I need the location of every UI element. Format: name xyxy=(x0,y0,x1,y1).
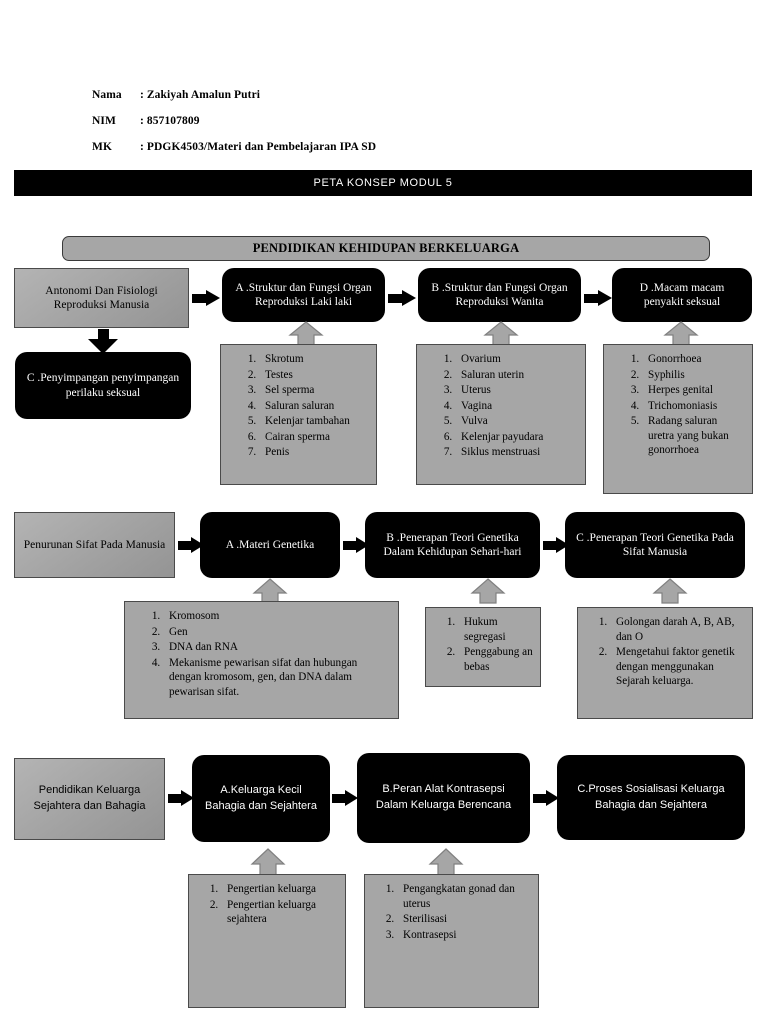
list-item: Saluran uterin xyxy=(455,368,579,383)
list-item: Saluran saluran xyxy=(259,399,370,414)
list-item: Kelenjar tambahan xyxy=(259,414,370,429)
header-value-nim: : 857107809 xyxy=(140,115,200,127)
row3-list-b-items: Pengangkatan gonad dan uterus Sterilisas… xyxy=(369,882,532,942)
header-label-mk: MK xyxy=(92,141,112,153)
list-item: Skrotum xyxy=(259,352,370,367)
list-item: Golongan darah A, B, AB, dan O xyxy=(610,615,746,644)
row3-box-a: A.Keluarga Kecil Bahagia dan Sejahtera xyxy=(192,755,330,842)
list-item: Trichomoniasis xyxy=(642,399,746,414)
list-item: Mengetahui faktor genetik dengan menggun… xyxy=(610,645,746,689)
list-item: Testes xyxy=(259,368,370,383)
row1-root-box: Antonomi Dan Fisiologi Reproduksi Manusi… xyxy=(14,268,189,328)
list-item: Hukum segregasi xyxy=(458,615,534,644)
arrow-right-row3-a-to-b xyxy=(332,790,360,807)
row2-list-c: Golongan darah A, B, AB, dan O Mengetahu… xyxy=(577,607,753,719)
row1-list-a-items: Skrotum Testes Sel sperma Saluran salura… xyxy=(225,352,370,460)
list-item: Sterilisasi xyxy=(397,912,532,927)
arrow-up-row1-list-d xyxy=(663,321,699,346)
arrow-right-row1-a-to-b xyxy=(388,290,418,307)
list-item: Syphilis xyxy=(642,368,746,383)
arrow-up-row2-list-c xyxy=(652,578,688,604)
row3-box-b: B.Peran Alat Kontrasepsi Dalam Keluarga … xyxy=(357,753,530,843)
list-item: Herpes genital xyxy=(642,383,746,398)
row1-box-c: C .Penyimpangan penyimpangan perilaku se… xyxy=(15,352,191,419)
row2-list-c-items: Golongan darah A, B, AB, dan O Mengetahu… xyxy=(582,615,746,689)
row1-box-a: A .Struktur dan Fungsi Organ Reproduksi … xyxy=(222,268,385,322)
row2-list-a: Kromosom Gen DNA dan RNA Mekanisme pewar… xyxy=(124,601,399,719)
row1-list-b-items: Ovarium Saluran uterin Uterus Vagina Vul… xyxy=(421,352,579,460)
arrow-up-row1-list-b xyxy=(483,321,519,346)
list-item: Ovarium xyxy=(455,352,579,367)
row1-list-a: Skrotum Testes Sel sperma Saluran salura… xyxy=(220,344,377,485)
list-item: Kelenjar payudara xyxy=(455,430,579,445)
list-item: Vulva xyxy=(455,414,579,429)
row2-root-box: Penurunan Sifat Pada Manusia xyxy=(14,512,175,578)
arrow-up-row2-list-b xyxy=(470,578,506,604)
page-title-bar: PETA KONSEP MODUL 5 xyxy=(14,170,752,196)
arrow-up-row3-list-b xyxy=(428,848,464,876)
list-item: Radang saluran uretra yang bukan gonorrh… xyxy=(642,414,746,458)
header-label-nama: Nama xyxy=(92,89,122,101)
arrow-right-row1-b-to-d xyxy=(584,290,614,307)
arrow-down-row1-root-to-c xyxy=(88,329,118,355)
row2-box-c: C .Penerapan Teori Genetika Pada Sifat M… xyxy=(565,512,745,578)
row1-box-d: D .Macam macam penyakit seksual xyxy=(612,268,752,322)
row3-root-box: Pendidikan Keluarga Sejahtera dan Bahagi… xyxy=(14,758,165,840)
list-item: Gen xyxy=(163,625,392,640)
arrow-right-row3-b-to-c xyxy=(533,790,561,807)
arrow-right-row3-root-to-a xyxy=(168,790,196,807)
header-label-nim: NIM xyxy=(92,115,116,127)
concept-map-banner: PENDIDIKAN KEHIDUPAN BERKELUARGA xyxy=(62,236,710,261)
list-item: Cairan sperma xyxy=(259,430,370,445)
row2-box-b: B .Penerapan Teori Genetika Dalam Kehidu… xyxy=(365,512,540,578)
row1-list-d: Gonorrhoea Syphilis Herpes genital Trich… xyxy=(603,344,753,494)
list-item: Penggabung an bebas xyxy=(458,645,534,674)
list-item: Sel sperma xyxy=(259,383,370,398)
row1-list-b: Ovarium Saluran uterin Uterus Vagina Vul… xyxy=(416,344,586,485)
row2-list-b-items: Hukum segregasi Penggabung an bebas xyxy=(430,615,534,674)
list-item: Gonorrhoea xyxy=(642,352,746,367)
arrow-right-row1-root-to-a xyxy=(192,290,222,307)
list-item: Kontrasepsi xyxy=(397,928,532,943)
list-item: Penis xyxy=(259,445,370,460)
list-item: Pengertian keluarga xyxy=(221,882,339,897)
list-item: Uterus xyxy=(455,383,579,398)
row3-list-b: Pengangkatan gonad dan uterus Sterilisas… xyxy=(364,874,539,1008)
row1-box-b: B .Struktur dan Fungsi Organ Reproduksi … xyxy=(418,268,581,322)
row3-list-a: Pengertian keluarga Pengertian keluarga … xyxy=(188,874,346,1008)
row3-box-c: C.Proses Sosialisasi Keluarga Bahagia da… xyxy=(557,755,745,840)
row1-list-d-items: Gonorrhoea Syphilis Herpes genital Trich… xyxy=(608,352,746,458)
row2-list-b: Hukum segregasi Penggabung an bebas xyxy=(425,607,541,687)
list-item: Siklus menstruasi xyxy=(455,445,579,460)
list-item: Kromosom xyxy=(163,609,392,624)
list-item: Mekanisme pewarisan sifat dan hubungan d… xyxy=(163,656,392,700)
list-item: DNA dan RNA xyxy=(163,640,392,655)
list-item: Vagina xyxy=(455,399,579,414)
header-value-nama: : Zakiyah Amalun Putri xyxy=(140,89,261,101)
row2-list-a-items: Kromosom Gen DNA dan RNA Mekanisme pewar… xyxy=(129,609,392,699)
list-item: Pengangkatan gonad dan uterus xyxy=(397,882,532,911)
arrow-up-row3-list-a xyxy=(250,848,286,876)
row3-list-a-items: Pengertian keluarga Pengertian keluarga … xyxy=(193,882,339,927)
list-item: Pengertian keluarga sejahtera xyxy=(221,898,339,927)
arrow-up-row1-list-a xyxy=(288,321,324,346)
row2-box-a: A .Materi Genetika xyxy=(200,512,340,578)
header-value-mk: : PDGK4503/Materi dan Pembelajaran IPA S… xyxy=(140,141,377,153)
